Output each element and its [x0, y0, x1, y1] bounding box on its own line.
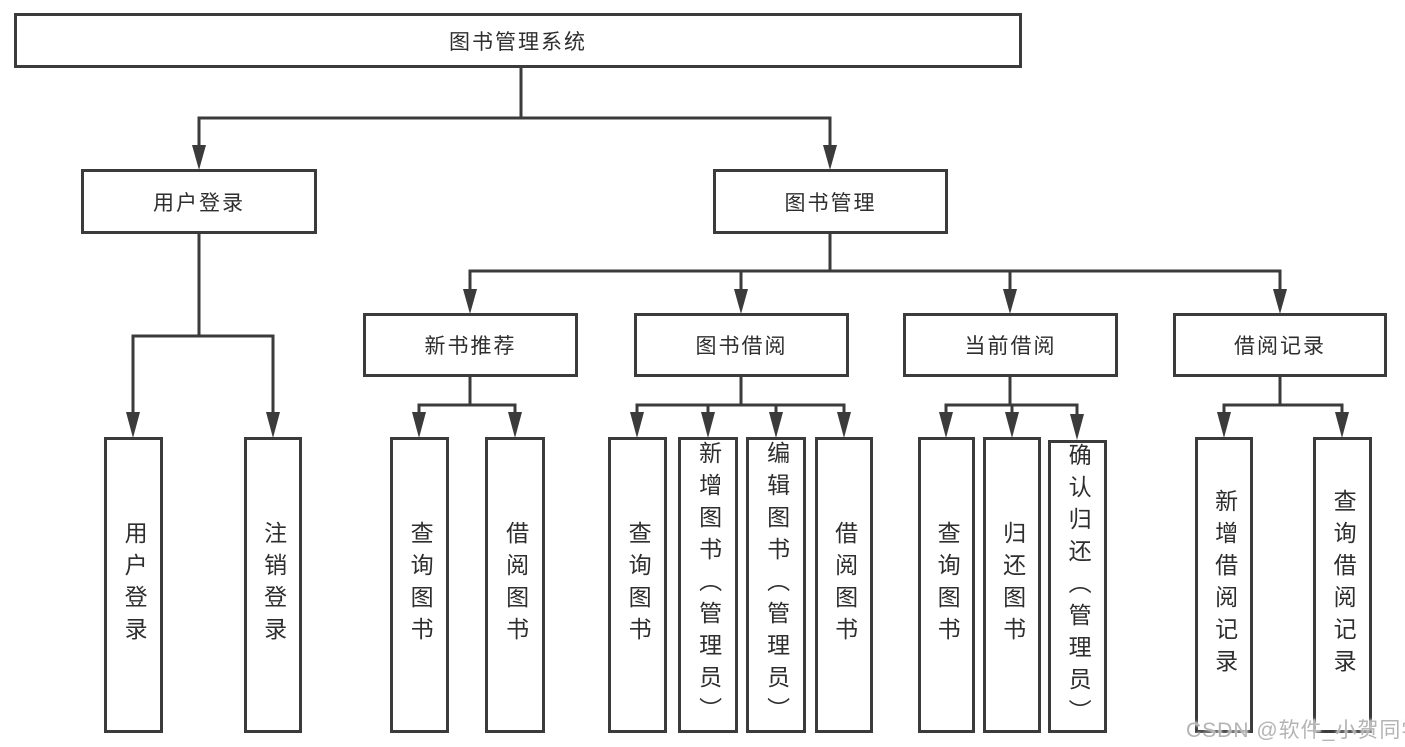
node-book-management: 图书管理 — [713, 169, 948, 234]
node-new-book-recommend: 新书推荐 — [363, 313, 578, 377]
leaf-logout-label: 注销登录 — [260, 521, 287, 649]
node-user-login: 用户登录 — [81, 169, 317, 234]
node-root-label: 图书管理系统 — [449, 30, 587, 54]
leaf-user-login-label: 用户登录 — [121, 521, 148, 649]
leaf-return-books-label: 归还图书 — [999, 521, 1026, 649]
edge-book-borrow-to-leaves — [630, 375, 851, 438]
leaf-query-books-2-label: 查询图书 — [625, 521, 652, 649]
leaf-add-borrow-record: 新增借阅记录 — [1195, 437, 1253, 733]
leaf-add-borrow-record-label: 新增借阅记录 — [1211, 489, 1238, 681]
leaf-borrow-books-2-label: 借阅图书 — [831, 521, 858, 649]
edge-current-borrow-to-leaves — [939, 375, 1084, 440]
edge-root-to-level2 — [192, 66, 837, 170]
node-user-login-label: 用户登录 — [153, 191, 245, 215]
leaf-query-borrow-record-label: 查询借阅记录 — [1330, 489, 1357, 681]
node-current-borrow: 当前借阅 — [903, 313, 1118, 377]
node-root: 图书管理系统 — [14, 13, 1022, 68]
node-book-management-label: 图书管理 — [784, 191, 877, 215]
edge-user-login-to-leaves — [126, 232, 280, 438]
edge-book-management-to-level3 — [463, 232, 1287, 314]
node-new-book-recommend-label: 新书推荐 — [424, 335, 517, 358]
leaf-borrow-books-1: 借阅图书 — [485, 437, 545, 733]
leaf-confirm-return-admin: 确认归还（管理员） — [1048, 440, 1107, 733]
node-borrow-records-label: 借阅记录 — [1234, 335, 1326, 358]
leaf-confirm-return-admin-label: 确认归还（管理员） — [1065, 442, 1092, 731]
leaf-edit-book-admin: 编辑图书（管理员） — [746, 437, 806, 733]
leaf-query-books-3-label: 查询图书 — [934, 521, 961, 649]
edge-new-book-recommend-to-leaves — [412, 375, 522, 438]
leaf-query-borrow-record: 查询借阅记录 — [1313, 437, 1372, 733]
leaf-logout: 注销登录 — [244, 437, 302, 733]
node-current-borrow-label: 当前借阅 — [964, 335, 1057, 358]
leaf-query-books-3: 查询图书 — [918, 437, 975, 733]
leaf-add-book-admin: 新增图书（管理员） — [678, 437, 738, 733]
leaf-return-books: 归还图书 — [983, 437, 1041, 733]
leaf-borrow-books-2: 借阅图书 — [815, 437, 873, 733]
leaf-query-books-1-label: 查询图书 — [407, 521, 434, 649]
leaf-query-books-1: 查询图书 — [390, 437, 449, 733]
leaf-query-books-2: 查询图书 — [608, 437, 667, 733]
node-borrow-records: 借阅记录 — [1173, 313, 1387, 377]
node-book-borrow-label: 图书借阅 — [695, 335, 788, 358]
node-book-borrow: 图书借阅 — [634, 313, 849, 377]
leaf-user-login: 用户登录 — [104, 437, 163, 733]
csdn-watermark: CSDN @软件_小贺同学 — [1186, 719, 1405, 742]
leaf-edit-book-admin-label: 编辑图书（管理员） — [763, 441, 790, 729]
leaf-borrow-books-1-label: 借阅图书 — [502, 521, 529, 649]
edge-borrow-records-to-leaves — [1217, 375, 1349, 438]
leaf-add-book-admin-label: 新增图书（管理员） — [695, 441, 722, 729]
